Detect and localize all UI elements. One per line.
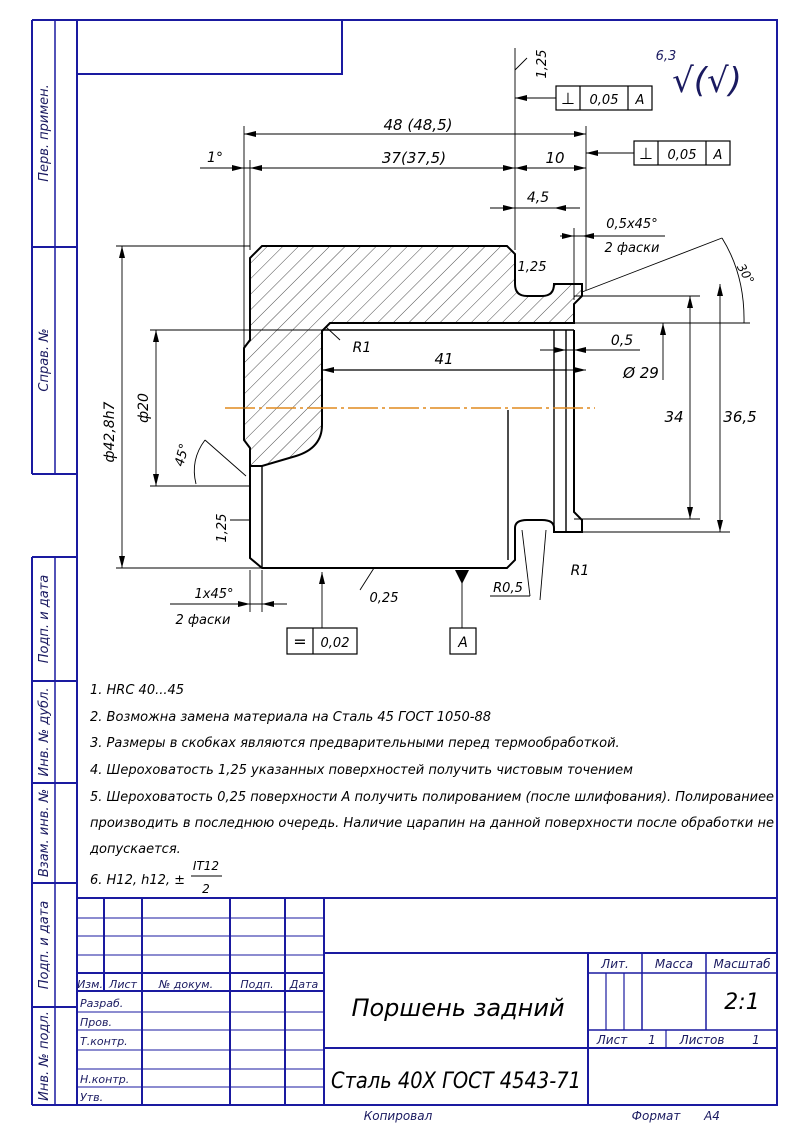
dim-36-5: 36,5 [723,408,756,426]
dim-34: 34 [664,408,683,426]
scale-label: Масштаб [713,957,771,971]
part-section [225,245,595,569]
note-4: 4. Шероховатость 1,25 указанных поверхно… [90,763,633,778]
sheet-value: 1 [648,1033,656,1047]
dim-r0-5: R0,5 [493,581,523,596]
drawing-title: Поршень задний [351,994,564,1022]
note-5-line-3: допускается. [89,842,181,857]
dim-r1-bottom: R1 [571,563,590,579]
frame-1-symbol: ⊥ [561,89,575,108]
dim-0-5: 0,5 [611,333,633,349]
sheet-label: Лист [596,1033,628,1047]
stamp-perv-primen: Перв. примен. [37,84,52,182]
note-5-line-2: производить в последнюю очередь. Наличие… [90,816,774,831]
mass-label: Масса [655,957,693,971]
dim-29: Ø 29 [622,364,659,382]
dim-r125-left: 1,25 [215,514,230,543]
dim-45deg: 45° [172,442,192,468]
dimension-texts: 48 (48,5) 37(37,5) 10 1° 4,5 0,5x45° 2 ф… [102,50,757,628]
roughness-check-icon: √(√) [672,61,742,101]
header-podp: Подп. [240,978,273,991]
side-stamps: Перв. примен. Справ. № Подп. и дата Инв.… [37,84,52,1101]
role-razrab: Разраб. [80,997,123,1010]
note-6-denominator: 2 [202,882,210,896]
dim-r125-top: 1,25 [535,50,550,79]
dim-10: 10 [545,149,564,167]
stamp-podp-data-1: Подп. и дата [37,575,52,664]
header-izm: Изм. [77,978,103,991]
header-data: Дата [289,978,319,991]
note-2: 2. Возможна замена материала на Сталь 45… [90,710,491,725]
dim-chamfer-right-count: 2 фаски [605,241,660,256]
role-tkontr: Т.контр. [80,1035,128,1048]
stamp-podp-data-2: Подп. и дата [37,901,52,990]
tolerance-frame-2: ⊥ 0,05 A [633,140,731,166]
note-3: 3. Размеры в скобках являются предварите… [90,736,620,751]
role-nkontr: Н.контр. [80,1073,129,1086]
header-n-dokum: № докум. [158,978,213,991]
frame-1-value: 0,05 [590,93,619,108]
role-prov: Пров. [80,1016,112,1029]
dim-chamfer-left: 1x45° [194,587,233,602]
dim-48: 48 (48,5) [384,116,453,134]
dim-r1-top: R1 [353,340,372,356]
role-utv: Утв. [80,1091,103,1104]
dim-r125-corner: 1,25 [518,260,547,275]
stamp-inv-podl: Инв. № подл. [37,1011,52,1101]
frame-3-value: 0,02 [321,636,350,651]
note-5-line-1: 5. Шероховатость 0,25 поверхности А полу… [90,790,774,805]
datum-a: A [449,627,477,655]
technical-notes: 1. HRC 40...45 2. Возможна замена матери… [89,683,774,896]
material: Сталь 40Х ГОСТ 4543-71 [331,1069,581,1094]
roughness-symbol: 6,3 √(√) [656,49,742,101]
header-list: Лист [108,978,137,991]
footer-format-label: Формат [632,1109,682,1123]
frame-3-symbol: = [293,632,306,651]
dimension-lines [116,48,750,628]
dim-chamfer-left-count: 2 фаски [176,613,231,628]
roughness-value: 6,3 [656,49,677,64]
footer-copied: Копировал [364,1109,433,1123]
tolerance-frame-3: = 0,02 [286,627,358,655]
note-6: 6. H12, h12, ± [90,873,185,888]
frame-1-datum: A [635,93,645,108]
stamp-sprav-no: Справ. № [37,328,52,391]
sheets-value: 1 [752,1033,760,1047]
dim-1deg: 1° [207,150,223,166]
frame-2-datum: A [713,148,723,163]
dim-37: 37(37,5) [382,149,446,167]
footer: Копировал Формат А4 [364,1109,720,1123]
dim-phi-42-8: ф42,8h7 [102,401,118,462]
frame-2-symbol: ⊥ [639,144,653,163]
dim-phi-20: ф20 [136,393,152,423]
frame-2-value: 0,05 [668,148,697,163]
title-block: Изм. Лист № докум. Подп. Дата Разраб. Пр… [77,897,777,1105]
sheets-label: Листов [679,1033,725,1047]
dim-4-5: 4,5 [527,190,549,206]
dim-chamfer-right: 0,5x45° [606,217,657,232]
lit-label: Лит. [600,957,629,971]
datum-a-label: A [457,635,468,651]
sheet-frame [31,19,778,1106]
tolerance-frame-1: ⊥ 0,05 A [555,85,653,111]
stamp-inv-dubl: Инв. № дубл. [37,688,52,777]
scale-value: 2:1 [724,990,759,1015]
dim-30deg: 30° [734,261,757,286]
note-6-numerator: IT12 [193,859,219,873]
arrowheads [119,95,723,607]
note-1: 1. HRC 40...45 [90,683,184,698]
stamp-vzam-inv: Взам. инв. № [37,789,52,877]
footer-format-value: А4 [703,1109,720,1123]
dim-0-25: 0,25 [370,591,399,606]
dim-41: 41 [434,350,453,368]
